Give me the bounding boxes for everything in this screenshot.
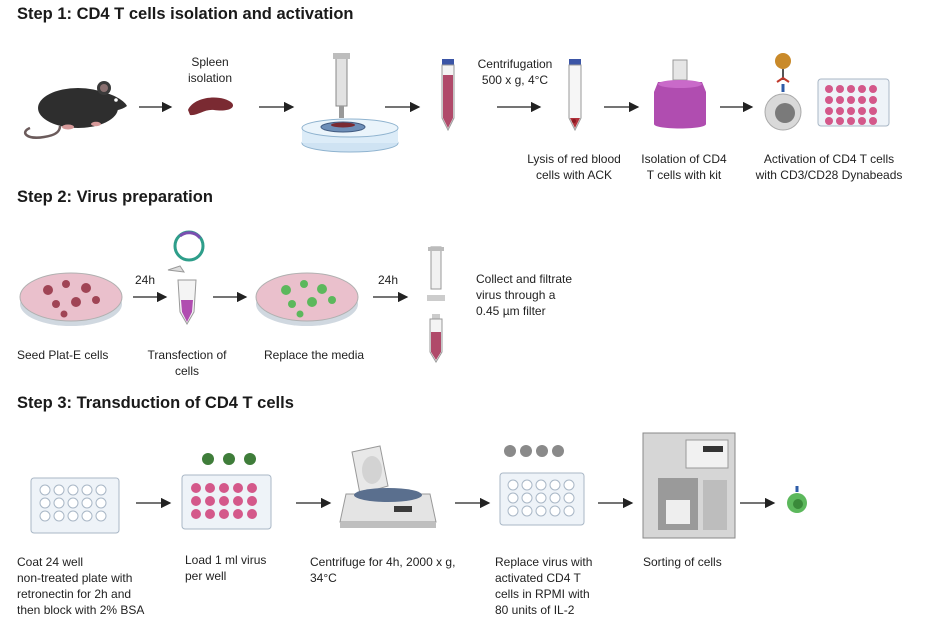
eppendorf-tube-icon: [167, 265, 197, 325]
mouse-icon: [24, 81, 127, 139]
seed-plat-e-label: Seed Plat-E cells: [17, 348, 109, 362]
tube-icon-2: [568, 59, 582, 132]
dynabead-icon: [764, 53, 802, 131]
step2-title: Step 2: Virus preparation: [17, 188, 213, 206]
virus-icons: [202, 453, 256, 465]
time-24h-second: 24h: [378, 273, 399, 287]
centrifuge-label: Centrifuge for 4h, 2000 x g, 34°C: [310, 555, 456, 585]
lysis-label: Lysis of red blood cells with ACK: [527, 152, 621, 182]
step3-title: Step 3: Transduction of CD4 T cells: [17, 394, 294, 412]
plate-empty-coat: [30, 477, 120, 534]
load-virus-label: Load 1 ml virus per well: [185, 553, 267, 583]
sorting-label: Sorting of cells: [643, 555, 722, 569]
petri-dish-seed: [19, 272, 123, 326]
cell-strainer-icon: [301, 53, 399, 153]
collect-filtrate-label: Collect and filtrate virus through a 0.4…: [476, 272, 573, 318]
centrifugation-label: Centrifugation 500 x g, 4°C: [477, 57, 553, 87]
coat-plate-label: Coat 24 well non-treated plate with retr…: [17, 555, 145, 617]
transfection-label: Transfection of cells: [147, 348, 227, 378]
spleen-icon: [188, 97, 234, 116]
centrifuge-icon: [339, 445, 437, 528]
isolation-kit-icon: [654, 59, 706, 129]
step1-title: Step 1: CD4 T cells isolation and activa…: [17, 5, 354, 23]
plasmid-icon: [173, 230, 205, 262]
petri-dish-media: [255, 272, 359, 326]
tube-icon-1: [441, 59, 455, 132]
time-24h-first: 24h: [135, 273, 156, 287]
plate-cells: [499, 472, 585, 526]
plate-pink-step1: [817, 78, 890, 127]
syringe-filter-icon: [427, 246, 445, 363]
activation-label: Activation of CD4 T cells with CD3/CD28 …: [755, 152, 903, 182]
spleen-isolation-label: Spleen isolation: [187, 55, 233, 85]
plate-pink-virus: [181, 474, 272, 530]
sorted-cell-icon: [787, 486, 807, 513]
isolation-label: Isolation of CD4 T cells with kit: [641, 152, 727, 182]
cell-icons: [504, 445, 564, 457]
cell-sorter-icon: [642, 432, 736, 539]
replace-virus-label: Replace virus with activated CD4 T cells…: [495, 555, 593, 617]
replace-media-label: Replace the media: [264, 348, 365, 362]
